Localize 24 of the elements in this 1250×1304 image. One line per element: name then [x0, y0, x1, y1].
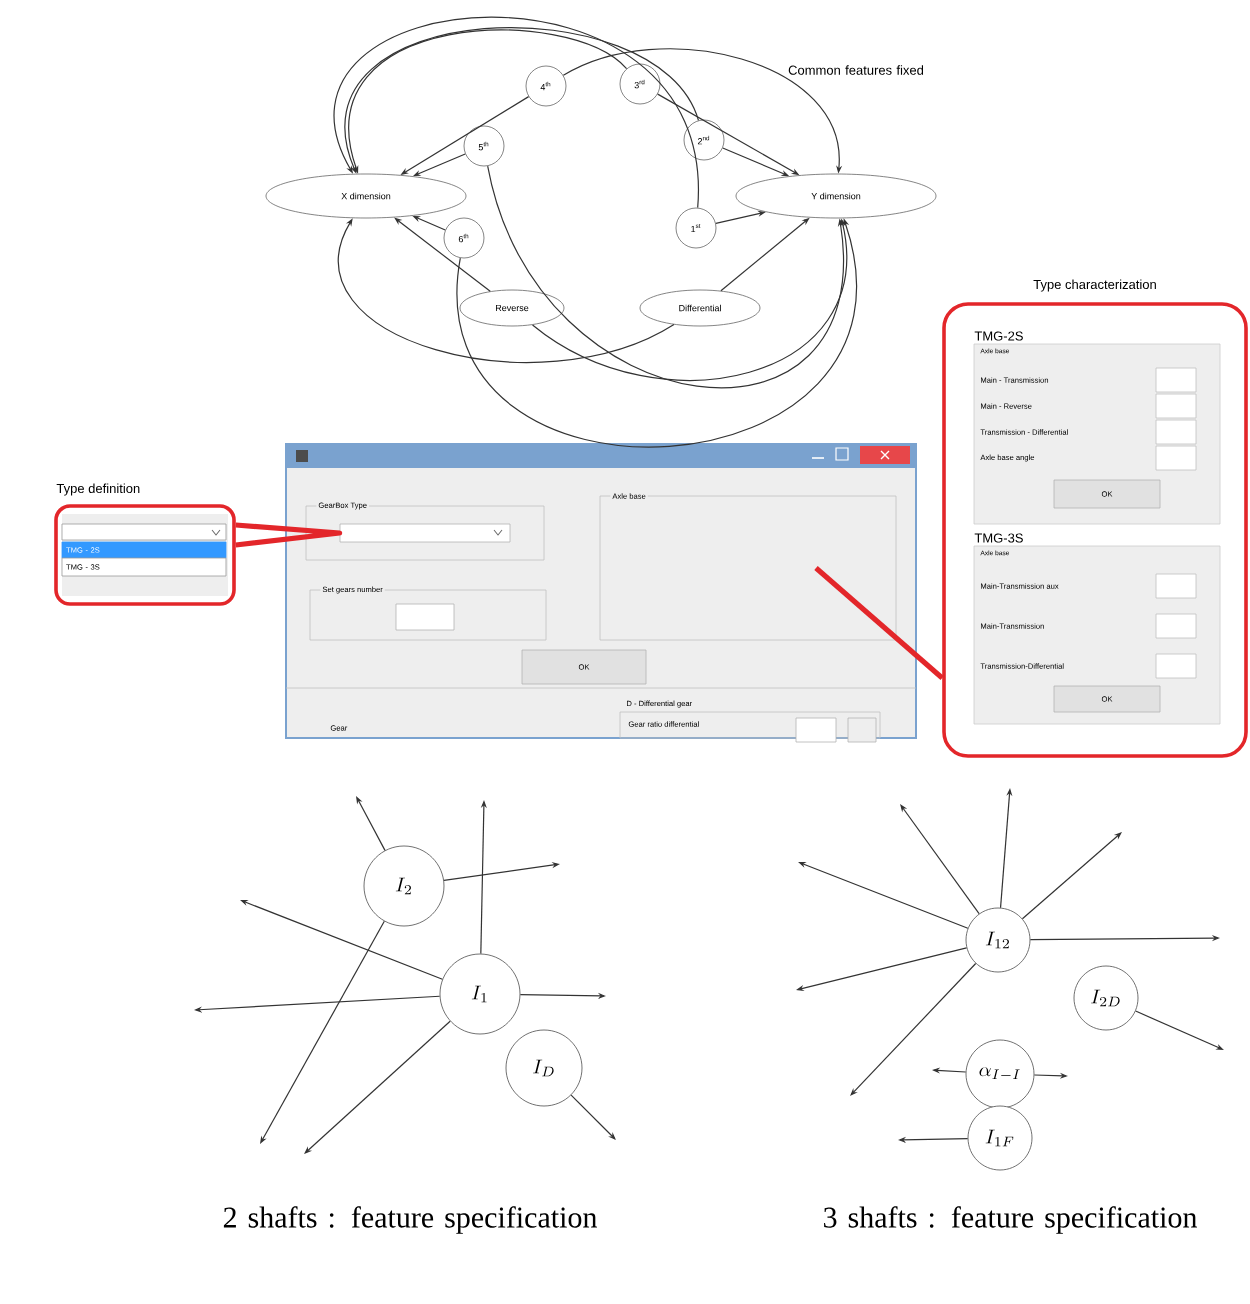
- arrow: [260, 920, 385, 1144]
- arrow: [1021, 832, 1122, 920]
- circle-node: $I_{12}$: [965, 907, 1031, 973]
- arrow: [850, 962, 977, 1096]
- circle-node: $I_{2D}$: [1073, 965, 1139, 1031]
- dropdown-field: [339, 523, 511, 543]
- arrow: [304, 1020, 451, 1154]
- input-field: [395, 603, 455, 631]
- caption: 3 shafts : feature specification: [824, 1206, 1197, 1234]
- caption: 2 shafts : feature specification: [223, 1206, 597, 1234]
- arrow: [1135, 1010, 1224, 1050]
- arrow: [900, 804, 980, 915]
- connector-line: [235, 522, 343, 548]
- circle-node: $\alpha_{I-I}$: [965, 1039, 1035, 1109]
- arrow: [570, 1094, 616, 1140]
- arrow: [394, 217, 491, 292]
- arrow: [487, 165, 844, 388]
- circle-node: $I_{1}$: [439, 953, 521, 1035]
- circle-node: $I_{D}$: [505, 1029, 583, 1107]
- circle-node: $I_{2}$: [363, 845, 445, 927]
- connector-line: [814, 566, 944, 680]
- circle-node: $I_{1F}$: [967, 1105, 1033, 1171]
- arrow: [356, 796, 386, 851]
- arrow: [334, 16, 699, 209]
